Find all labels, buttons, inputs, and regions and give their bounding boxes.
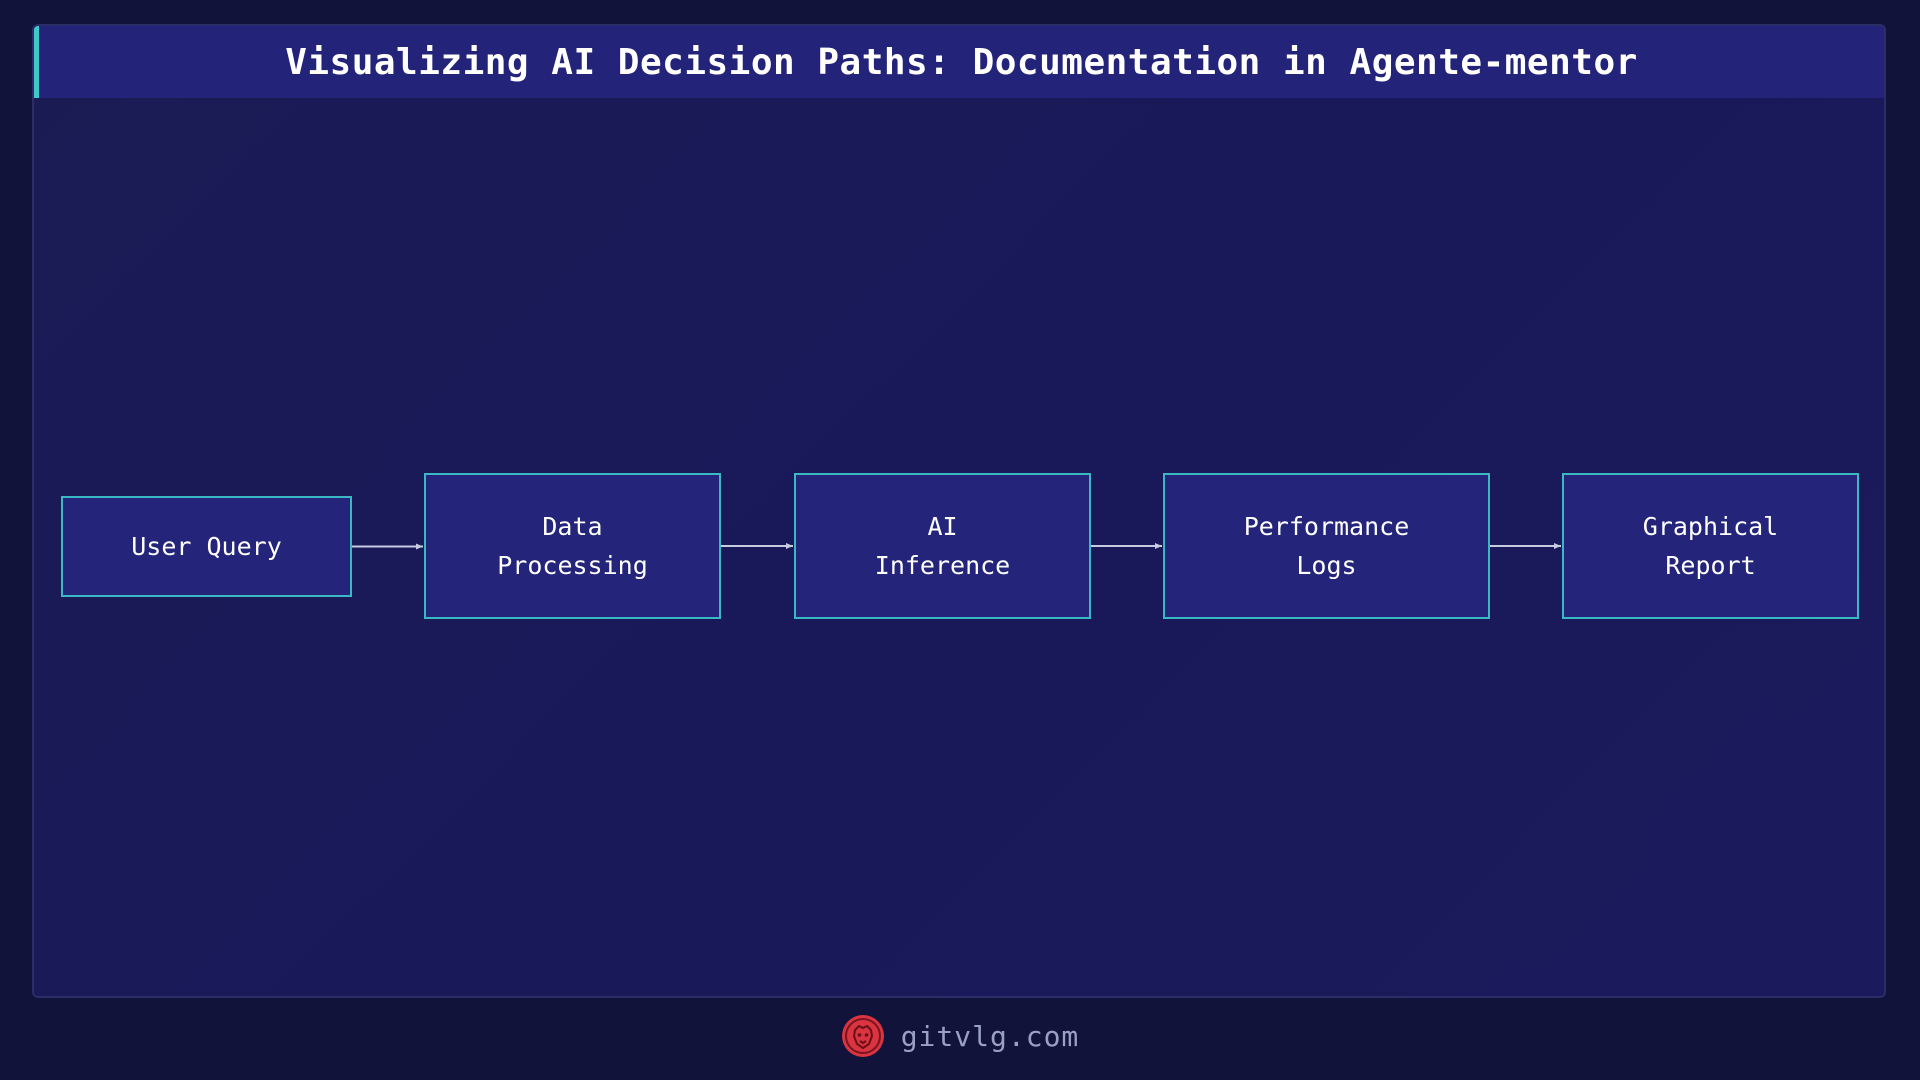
node-label: Performance Logs xyxy=(1243,512,1410,580)
node-data-processing: Data Processing xyxy=(424,473,721,619)
lion-logo-icon xyxy=(841,1015,884,1057)
footer-site-link[interactable]: gitvlg.com xyxy=(900,1019,1080,1053)
node-label: User Query xyxy=(131,532,282,561)
node-ai-inference: AI Inference xyxy=(794,473,1091,619)
node-label: Graphical Report xyxy=(1642,512,1779,580)
node-user-query: User Query xyxy=(61,496,352,597)
node-graphical-report: Graphical Report xyxy=(1562,473,1859,619)
footer: gitvlg.com xyxy=(0,1008,1920,1064)
title-bar: Visualizing AI Decision Paths: Documenta… xyxy=(34,26,1884,98)
node-performance-logs: Performance Logs xyxy=(1163,473,1490,619)
page-title: Visualizing AI Decision Paths: Documenta… xyxy=(285,41,1638,83)
node-label: Data Processing xyxy=(497,512,648,580)
node-label: AI Inference xyxy=(874,512,1011,580)
